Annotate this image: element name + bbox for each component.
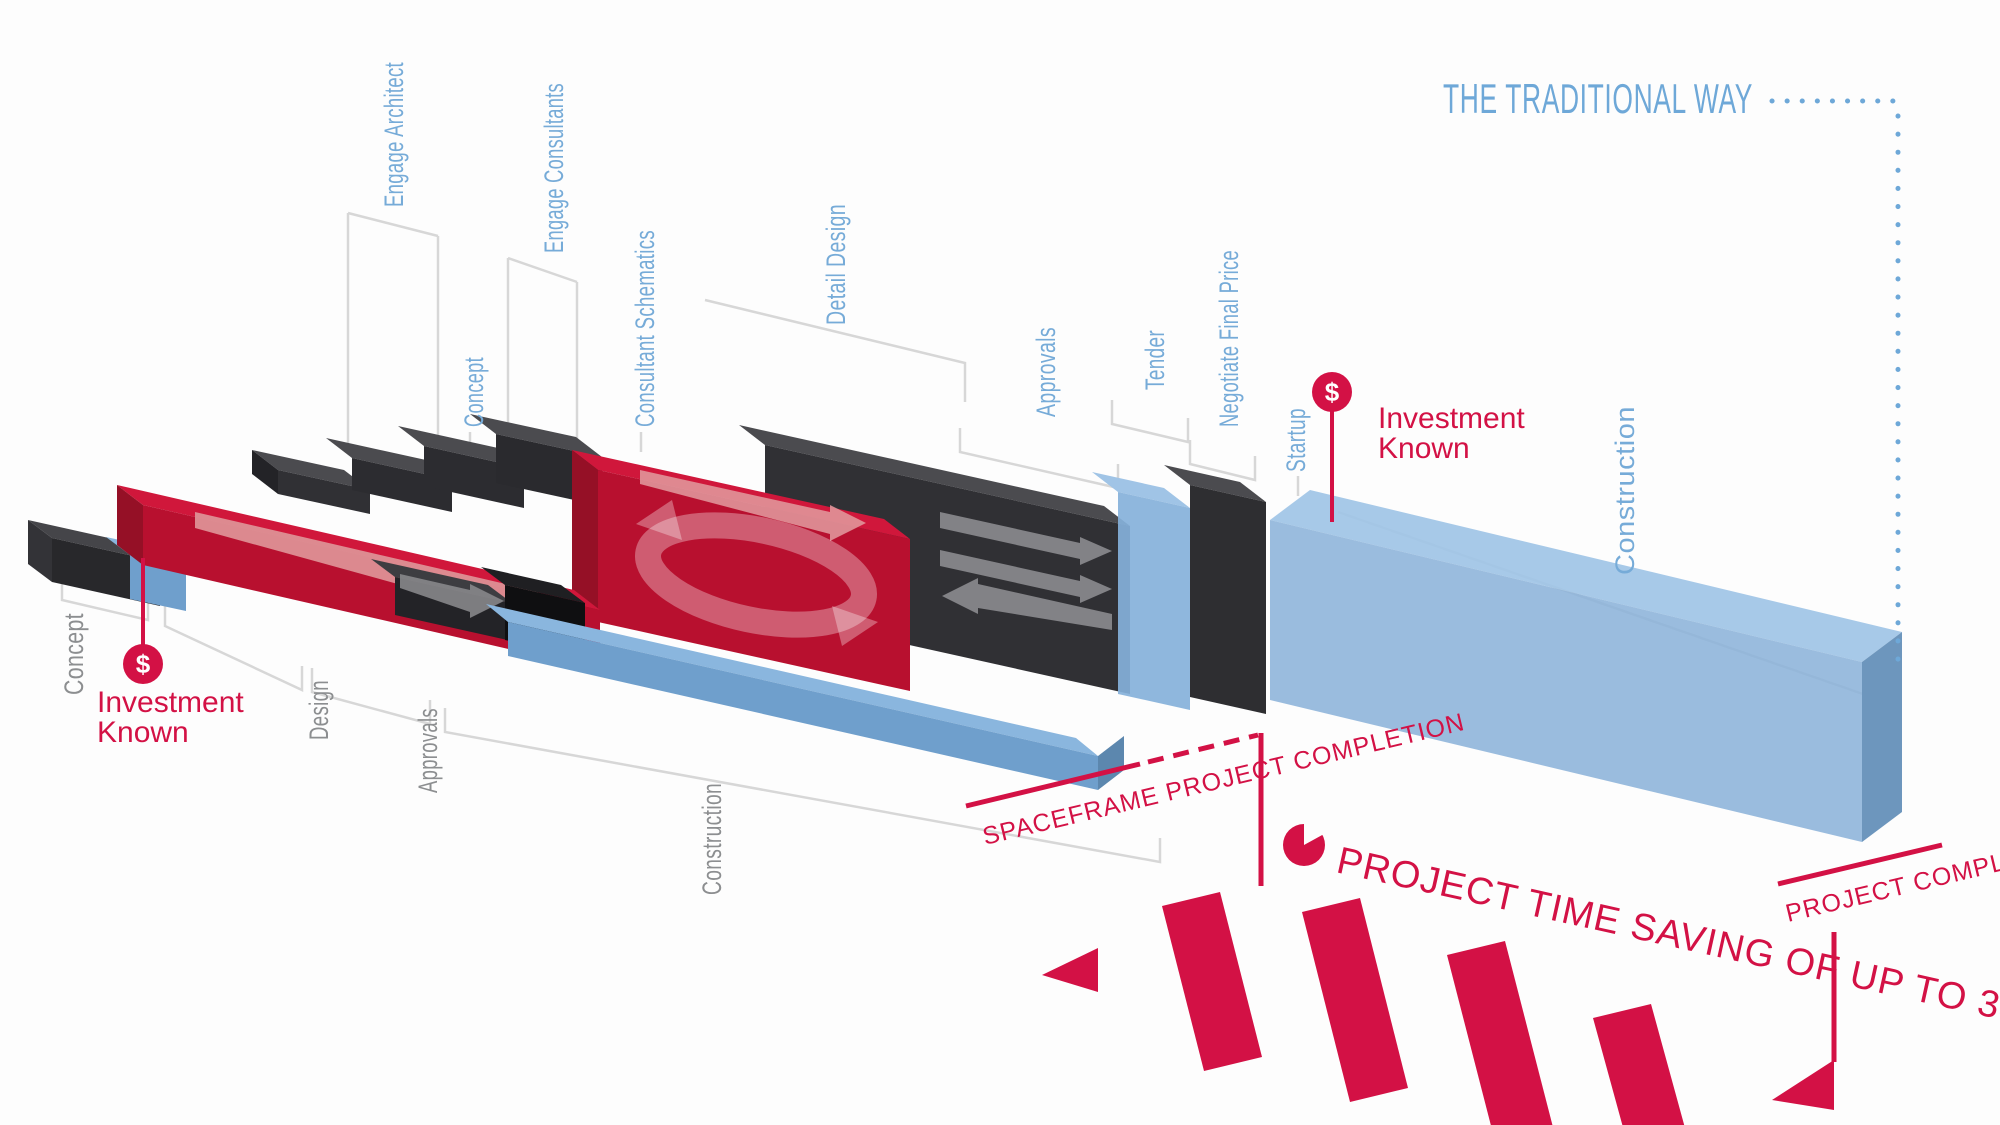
bracket-design	[163, 602, 304, 692]
completion-line-dashed	[1147, 732, 1259, 765]
completion-line-solid	[965, 761, 1141, 809]
bracket-engage-architect	[347, 211, 439, 238]
label-engage-architect: Engage Architect	[379, 62, 409, 207]
label-concept-traditional: Concept	[459, 357, 489, 427]
cycle-arrowhead-left-icon	[636, 500, 682, 540]
bracket-approvals-traditional	[958, 428, 1120, 490]
hazard-stripes	[1042, 892, 1685, 1125]
bracket-detail-design	[704, 298, 967, 402]
step-engage-consultants-block	[398, 426, 524, 508]
cycle-arrowhead-right-icon	[832, 606, 878, 646]
investment-known-label-line1: Investment	[97, 686, 244, 719]
investment-marker-spaceframe: $ Investment Known	[97, 558, 244, 749]
flow-arrow-top-icon	[640, 470, 866, 541]
traditional-phase-labels: Concept Engage Architect Engage Consulta…	[379, 62, 1640, 575]
dollar-pin-icon	[1312, 372, 1352, 412]
construction-spaceframe-block	[486, 604, 1124, 790]
label-negotiate-final-price: Negotiate Final Price	[1214, 250, 1244, 427]
dollar-symbol: $	[1325, 377, 1340, 407]
iteration-arrow-2-icon	[940, 550, 1112, 603]
label-engage-consultants: Engage Consultants	[539, 83, 569, 253]
clock-hands-icon	[1304, 822, 1324, 845]
label-consultant-schematics: Consultant Schematics	[630, 230, 660, 427]
stripe-1	[1162, 892, 1262, 1071]
approvals-dark-block	[371, 559, 512, 641]
pointer-arrowhead-icon	[1772, 1060, 1834, 1110]
consultant-schematics-block	[572, 450, 910, 691]
label-startup: Startup	[1281, 408, 1311, 472]
stripe-3	[1447, 941, 1553, 1125]
dollar-symbol: $	[136, 649, 151, 679]
traditional-row	[252, 414, 1902, 842]
traditional-way-heading: THE TRADITIONAL WAY	[1443, 75, 1753, 122]
approvals-arrow-icon	[400, 574, 504, 618]
spaceframe-phase-labels: Concept Design Approvals Construction	[59, 613, 727, 895]
iteration-arrow-1-icon	[940, 512, 1112, 565]
investment-known-label-line2: Known	[97, 716, 189, 749]
label-concept-spaceframe: Concept	[59, 613, 89, 695]
investment-known-label-line2: Known	[1378, 432, 1470, 465]
iteration-arrow-3-icon	[942, 578, 1112, 630]
stripe-2	[1302, 898, 1408, 1102]
label-construction-spaceframe: Construction	[697, 783, 727, 895]
bracket-approvals-spaceframe	[310, 668, 432, 726]
bracket-tender	[1110, 400, 1190, 444]
stripe-triangle-left	[1042, 948, 1098, 992]
tender-block	[1092, 472, 1190, 710]
label-tender: Tender	[1140, 330, 1170, 390]
construction-traditional-block	[1270, 490, 1902, 842]
stripe-4	[1593, 1004, 1685, 1125]
negotiate-final-price-block	[1164, 465, 1266, 714]
bracket-negotiate	[1188, 440, 1257, 482]
dollar-pin-icon	[123, 644, 163, 684]
step-concept-block	[252, 450, 370, 514]
bracket-construction-spaceframe	[443, 708, 1162, 864]
spaceframe-row	[28, 485, 1124, 790]
spaceframe-brackets	[60, 558, 1162, 864]
step-engage-architect-block	[326, 438, 452, 512]
cycle-arrows-icon	[634, 512, 878, 638]
investment-known-label-line1: Investment	[1378, 402, 1525, 435]
label-design: Design	[304, 680, 334, 740]
label-detail-design: Detail Design	[821, 204, 851, 325]
label-construction-traditional: Construction	[1610, 406, 1640, 575]
investment-marker-traditional: $ Investment Known	[1312, 372, 1525, 522]
label-approvals-traditional: Approvals	[1031, 327, 1061, 417]
project-completion-line	[1777, 842, 1943, 887]
label-approvals-spaceframe: Approvals	[413, 708, 443, 793]
bracket-engage-consultants	[507, 256, 578, 284]
